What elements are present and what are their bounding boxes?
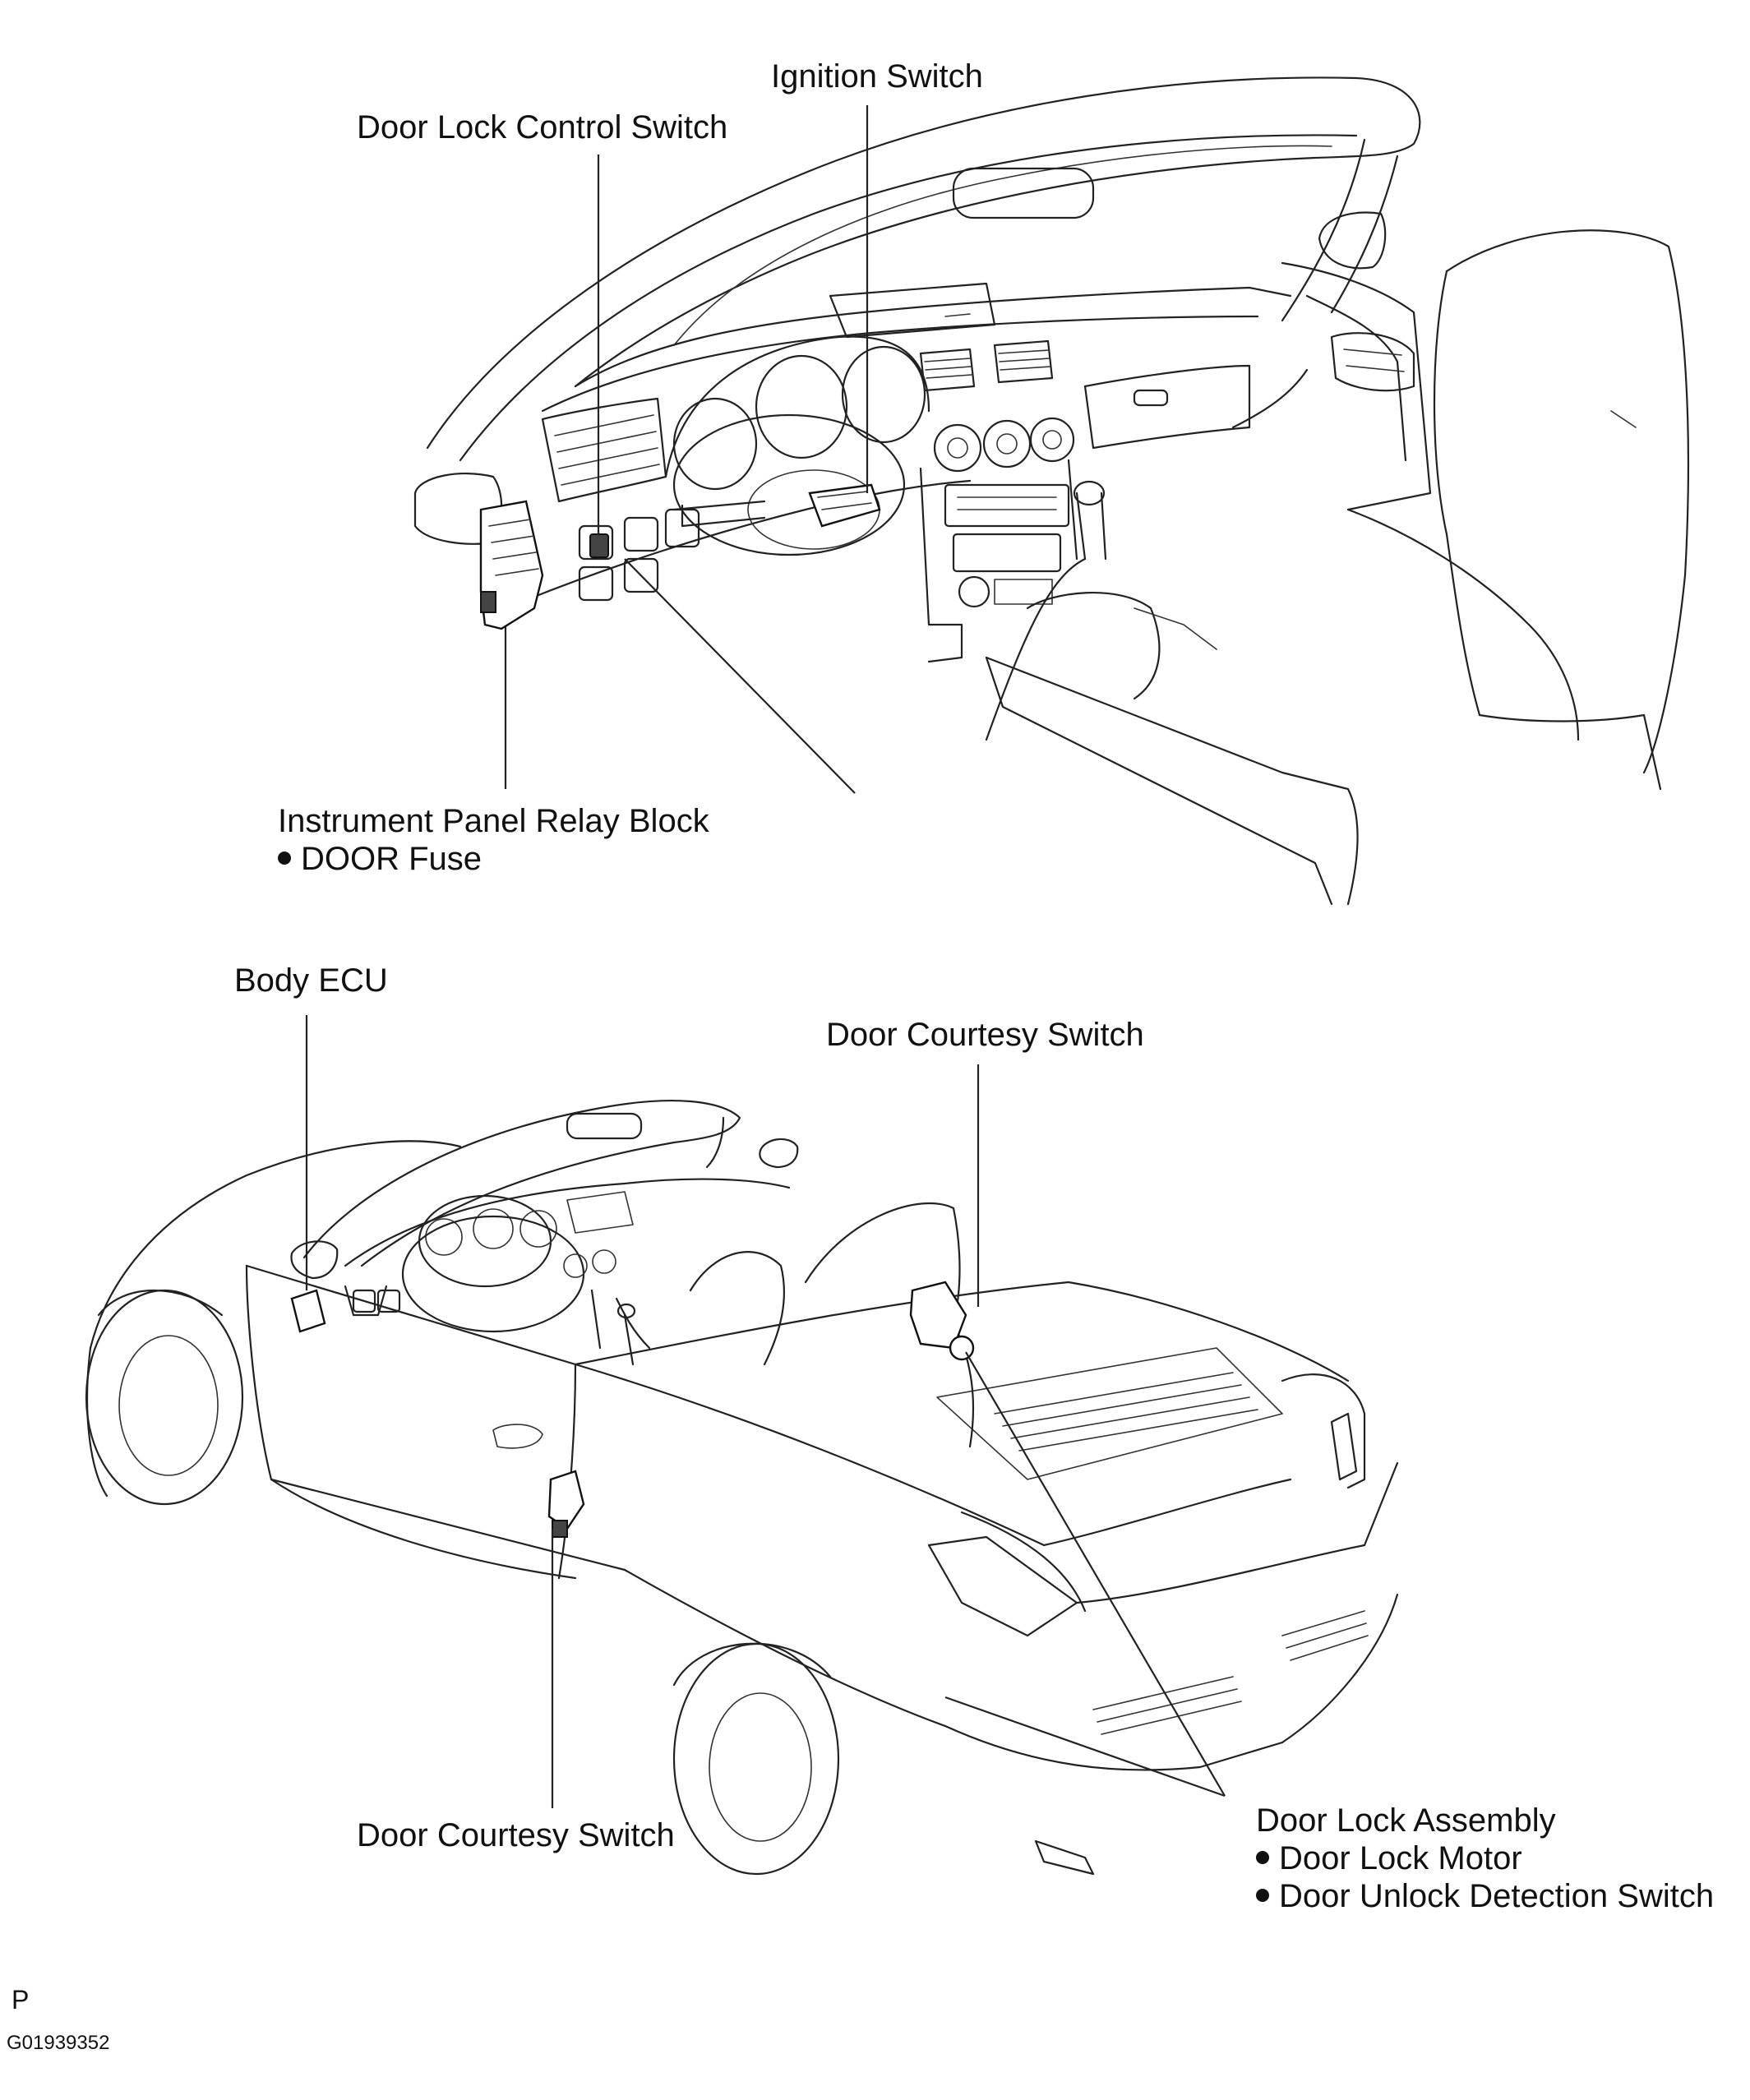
label-door-lock-motor-line: Door Lock Motor <box>1256 1839 1714 1877</box>
leader-diagonal-dash <box>624 558 856 794</box>
page-marker: P <box>12 1985 30 2015</box>
label-door-lock-motor: Door Lock Motor <box>1279 1840 1522 1876</box>
label-door-unlock-detection-switch: Door Unlock Detection Switch <box>1279 1878 1715 1914</box>
label-instrument-panel-relay-block: Instrument Panel Relay Block <box>278 803 709 839</box>
label-door-courtesy-switch-left: Door Courtesy Switch <box>357 1817 675 1853</box>
body-ecu-part <box>290 1289 326 1333</box>
label-door-lock-assembly: Door Lock Assembly <box>1256 1802 1556 1839</box>
label-door-fuse: DOOR Fuse <box>301 841 483 877</box>
label-door-courtesy-switch-right: Door Courtesy Switch <box>826 1017 1144 1053</box>
bullet-icon <box>278 852 291 865</box>
figure-code: G01939352 <box>7 2032 110 2054</box>
label-ignition-switch: Ignition Switch <box>771 58 983 95</box>
label-body-ecu: Body ECU <box>234 962 388 999</box>
label-instrument-panel-relay-block-group: Instrument Panel Relay Block DOOR Fuse <box>278 802 709 878</box>
top-leader-lines <box>504 105 869 794</box>
label-door-unlock-detection-switch-line: Door Unlock Detection Switch <box>1256 1877 1714 1915</box>
bullet-icon <box>1256 1889 1269 1903</box>
instrument-panel-relay-block-part <box>413 472 544 630</box>
door-courtesy-switch-right-part <box>909 1281 975 1361</box>
bottom-leader-lines <box>305 1015 1226 1808</box>
leader-door-lock-assembly-a <box>965 1351 1226 1797</box>
car-exterior-illustration <box>85 1100 1399 1876</box>
label-door-lock-control-switch: Door Lock Control Switch <box>357 109 728 145</box>
label-door-lock-assembly-group: Door Lock Assembly Door Lock Motor Door … <box>1256 1802 1714 1915</box>
label-door-fuse-line: DOOR Fuse <box>278 840 709 878</box>
leader-door-lock-assembly-b <box>944 1696 1226 1798</box>
bullet-icon <box>1256 1851 1269 1865</box>
interior-dashboard-illustration <box>426 76 1690 906</box>
door-courtesy-switch-left-part <box>547 1470 585 1538</box>
